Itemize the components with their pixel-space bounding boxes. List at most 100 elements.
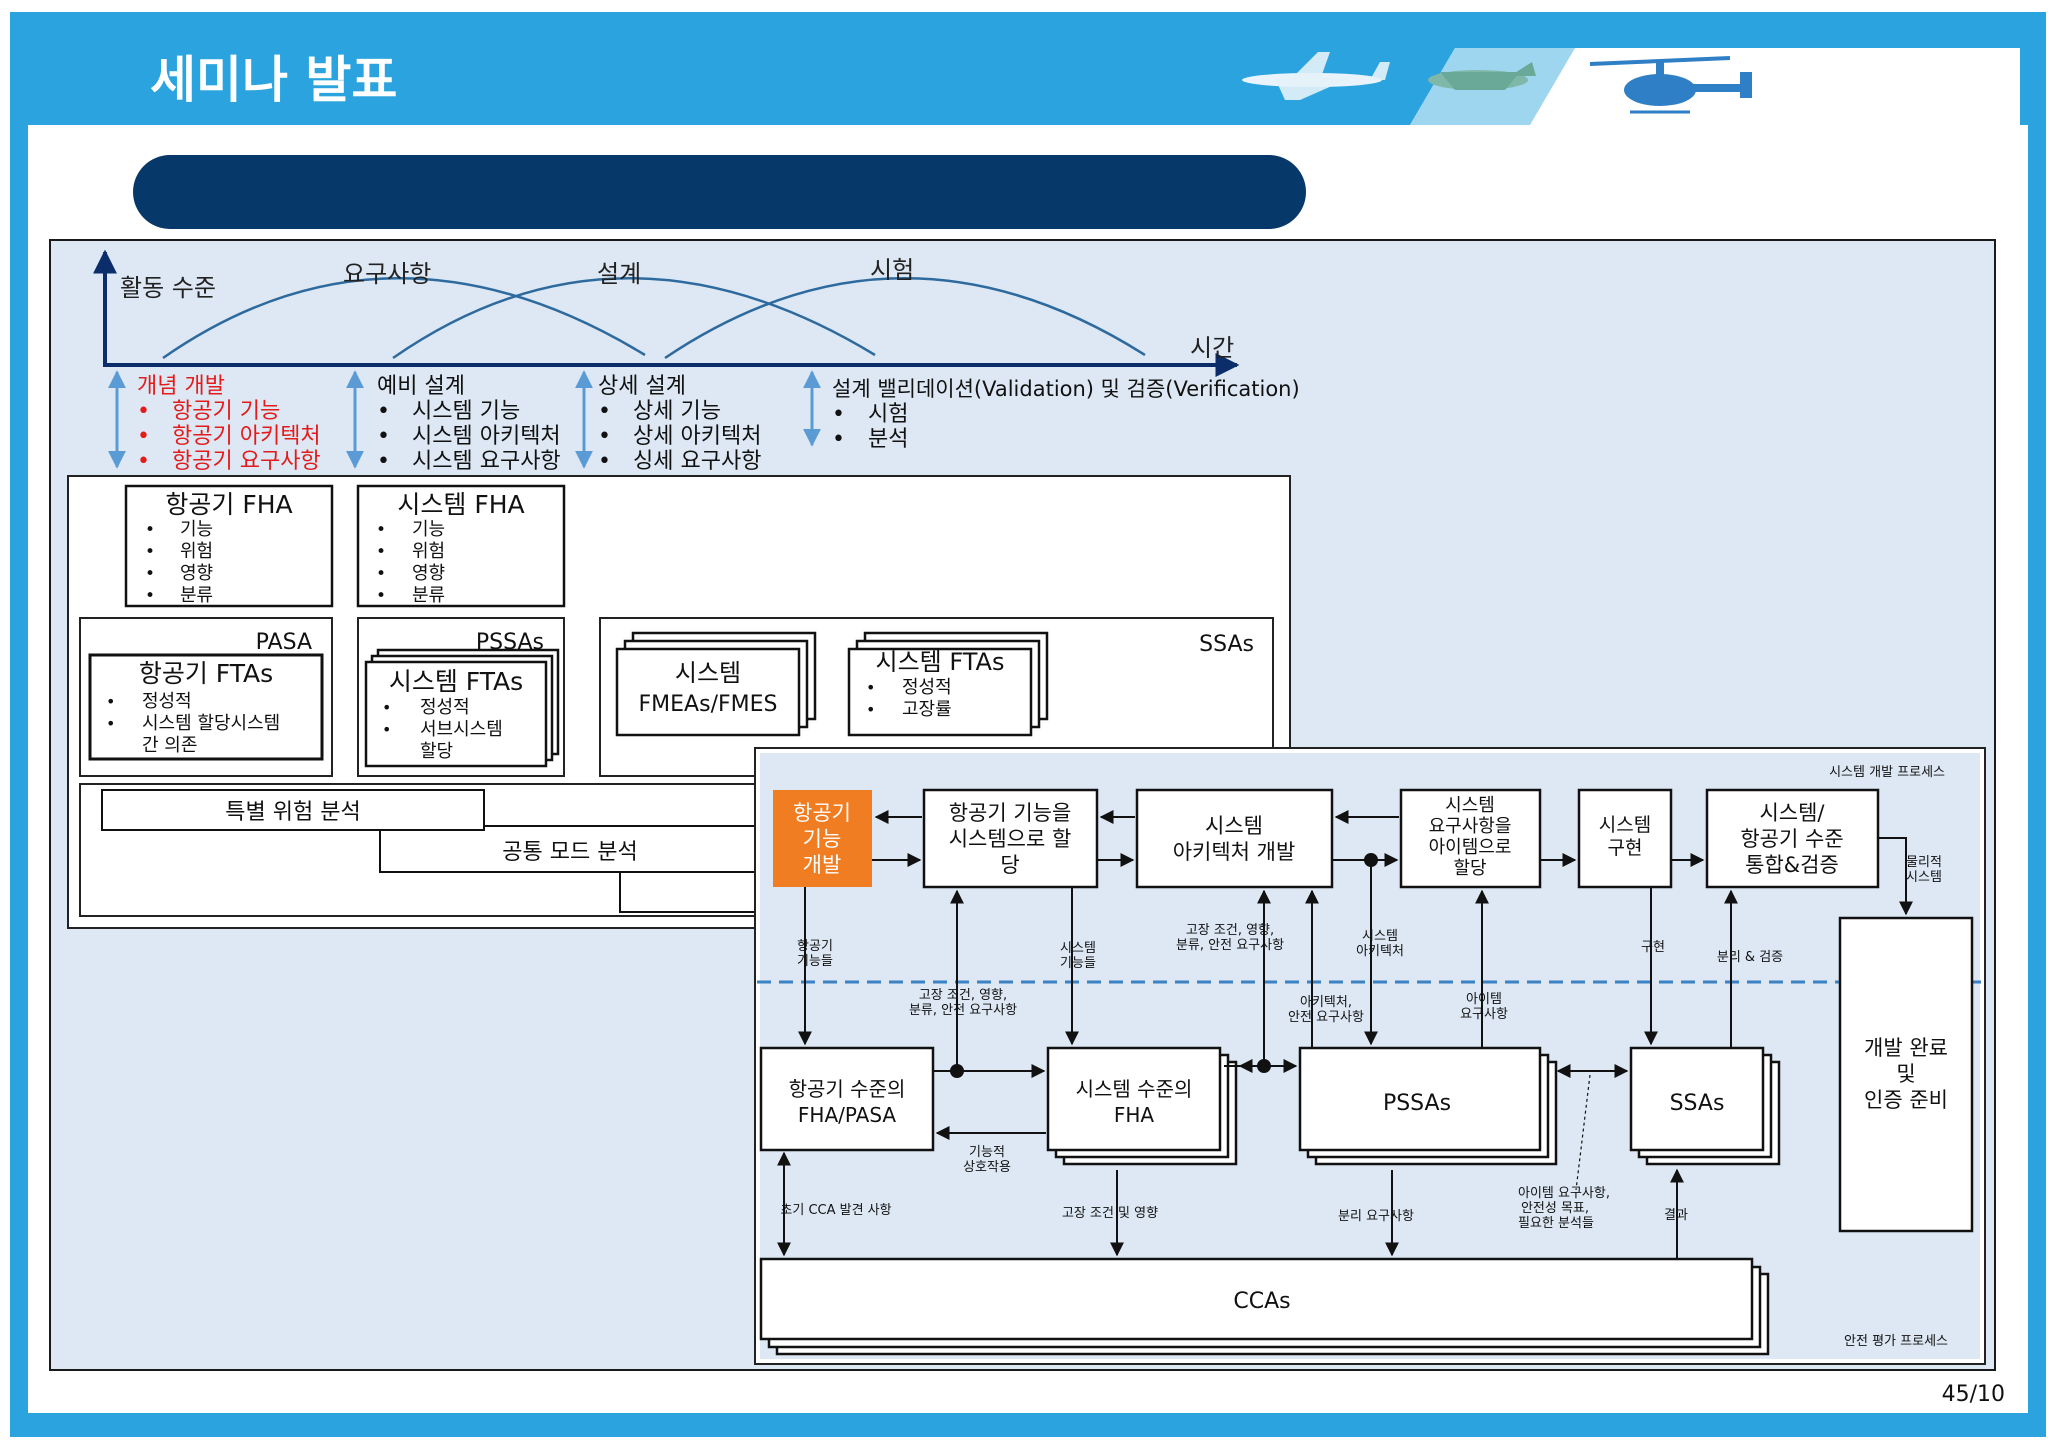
phase-concept-item-3: 항공기 요구사항 [172, 449, 321, 474]
completion-label-3: 인증 준비 [1864, 1088, 1948, 1112]
allocate-requirements-label-2: 요구사항을 [1429, 816, 1512, 837]
pasa-fta-title: 항공기 FTAs [139, 659, 273, 688]
allocate-requirements-label-4: 할당 [1453, 858, 1486, 879]
item-req-safety-label-1: 아이템 요구사항, [1518, 1186, 1610, 1201]
phase-preliminary-item-1: 시스템 기능 [412, 399, 520, 424]
allocate-requirements-box[interactable] [1399, 788, 1542, 889]
architecture-dev-box[interactable] [1135, 788, 1334, 889]
bullet: • [106, 714, 115, 733]
completion-label-1: 개발 완료 [1864, 1036, 1948, 1060]
failure-cond-label-1b: 분류, 안전 요구사항 [1176, 938, 1284, 953]
pasa-box: PASA 항공기 FTAs • 정성적 • 시스템 할당시스템 간 의존 [79, 617, 333, 777]
bullet: • [376, 586, 386, 606]
failure-effects-label: 고장 조건 및 영향 [1062, 1206, 1158, 1221]
bullet: • [137, 424, 150, 449]
aircraft-functions-label-2: 기능들 [797, 954, 833, 969]
bullet: • [137, 399, 150, 424]
ccas-process-label: CCAs [1233, 1289, 1290, 1314]
allocate-requirements-label-3: 아이템으로 [1429, 837, 1512, 858]
bullet: • [377, 424, 390, 449]
bullet: • [137, 449, 150, 474]
arrow [1878, 837, 1913, 916]
bullet: • [866, 700, 875, 719]
special-risk-label: 특별 위험 분석 [225, 800, 360, 825]
architecture-dev-label-2: 아키텍처 개발 [1173, 840, 1296, 864]
integration-label-2: 항공기 수준 [1740, 827, 1843, 851]
system-fha-box: 시스템 FHA • 기능 • 위험 • 영향 • 분류 [356, 484, 566, 608]
junction-dot [1257, 1059, 1271, 1073]
phase-preliminary-title: 예비 설계 [377, 374, 465, 399]
bullet: • [106, 692, 115, 711]
phase-detail-title: 상세 설계 [598, 374, 686, 399]
bullet: • [598, 399, 611, 424]
early-cca-label: 초기 CCA 발견 사항 [780, 1203, 891, 1218]
curve-label-requirements: 요구사항 [343, 260, 431, 288]
architecture-dev-label-1: 시스템 [1205, 814, 1263, 838]
aircraft-fha-item: 기능 [180, 519, 213, 540]
pssas-fta-item-cont: 할당 [420, 741, 453, 762]
pssas-fta-title: 시스템 FTAs [389, 667, 523, 696]
ssas-process-box[interactable] [1629, 1046, 1765, 1152]
pssas-box: PSSAs 시스템 FTAs • 정성적 • 서브시스템 할당 [357, 617, 565, 777]
system-fha-item: 영향 [412, 563, 445, 584]
bullet: • [145, 586, 155, 606]
curve-label-design: 설계 [597, 260, 641, 288]
bullet: • [145, 520, 155, 540]
slide-title: 세미나 발표 [150, 51, 397, 109]
phase-concept-item-1: 항공기 기능 [172, 399, 280, 424]
ssas-fta-item: 고장률 [902, 699, 952, 720]
allocate-function-label-3: 당 [1000, 853, 1019, 877]
pssas-process-box[interactable] [1298, 1046, 1542, 1152]
system-fha-process-label-1: 시스템 수준의 [1076, 1077, 1193, 1101]
aircraft-function-dev-label-1: 항공기 [793, 801, 851, 825]
completion-box[interactable] [1838, 916, 1974, 1233]
airplane-icon [1242, 52, 1390, 100]
ccas-process-box[interactable] [759, 1257, 1754, 1341]
physical-system-label-2: 시스템 [1906, 870, 1942, 885]
allocate-function-box[interactable] [922, 788, 1099, 889]
bullet: • [377, 399, 390, 424]
ssas-fmea-sub: FMEAs/FMES [639, 692, 778, 717]
aircraft-function-dev-label-3: 개발 [803, 853, 842, 877]
pssas-process-label: PSSAs [1383, 1091, 1451, 1116]
system-fha-process-box[interactable] [1046, 1046, 1222, 1152]
curve-design [392, 277, 876, 360]
system-arch-label-2: 아키텍처 [1356, 944, 1404, 959]
phase-detail-item-2: 상세 아키텍처 [633, 424, 761, 449]
phase-preliminary-item-3: 시스템 요구사항 [412, 449, 561, 474]
implementation-label-1: 시스템 [1599, 814, 1651, 836]
implementation-label-2: 구현 [1608, 837, 1643, 859]
ssas-label: SSAs [1199, 632, 1254, 657]
implementation-box[interactable] [1577, 788, 1673, 889]
aircraft-function-dev-box[interactable] [773, 790, 872, 887]
cargo-plane-icon [1428, 62, 1536, 90]
phase-verification-item-2: 분석 [868, 427, 908, 452]
bullet: • [376, 564, 386, 584]
integration-label-3: 통합&검증 [1745, 853, 1839, 877]
system-fha-item: 위험 [412, 541, 445, 562]
curve-label-test: 시험 [870, 256, 914, 284]
item-req-safety-label-2: 안전성 목표, [1521, 1201, 1589, 1216]
allocate-requirements-label-1: 시스템 [1445, 795, 1495, 816]
arch-safety-req-label-1: 아키텍처, [1300, 995, 1352, 1010]
integration-box[interactable] [1705, 788, 1880, 889]
completion-label-2: 및 [1896, 1062, 1915, 1086]
page-number: 45/10 [1942, 1382, 2005, 1407]
system-arch-label-1: 시스템 [1362, 929, 1398, 944]
ssas-fmea-title: 시스템 [675, 659, 741, 687]
system-fha-item: 분류 [412, 585, 445, 606]
aircraft-fha-pasa-label-2: FHA/PASA [798, 1103, 896, 1127]
bullet: • [832, 402, 845, 427]
pasa-label: PASA [256, 630, 312, 655]
safety-process-label: 안전 평가 프로세스 [1844, 1334, 1948, 1349]
failure-cond-label-2b: 분류, 안전 요구사항 [909, 1003, 1017, 1018]
ssas-process-label: SSAs [1670, 1091, 1725, 1116]
aircraft-fha-pasa-label-1: 항공기 수준의 [789, 1077, 906, 1101]
system-fha-item: 기능 [412, 519, 445, 540]
aircraft-fha-pasa-box[interactable] [759, 1046, 935, 1152]
pssas-fta-item: 서브시스템 [420, 719, 503, 740]
bullet: • [145, 542, 155, 562]
phase-concept-title: 개념 개발 [137, 374, 225, 399]
